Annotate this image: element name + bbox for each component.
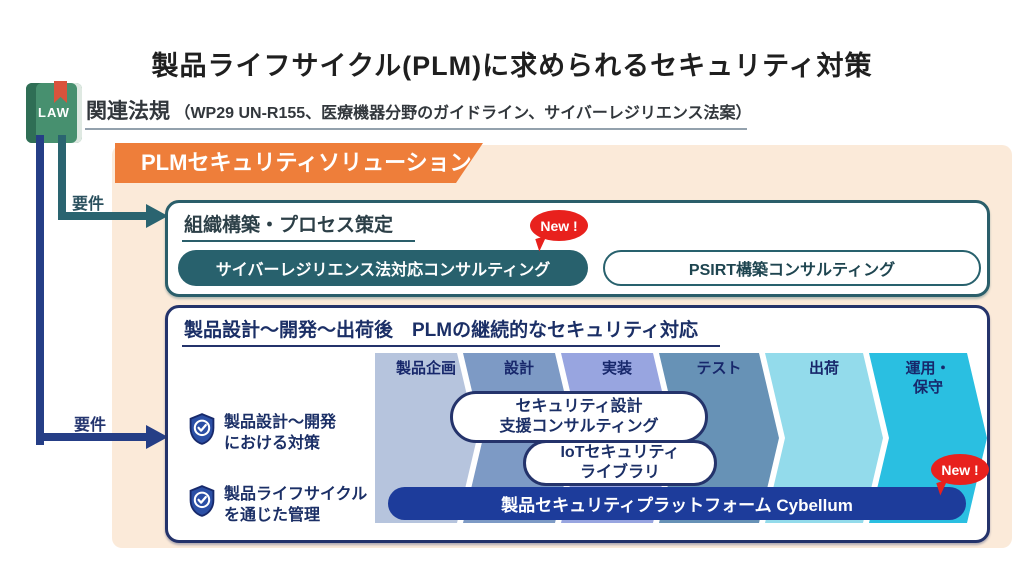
- new-badge-consulting: New !: [530, 210, 588, 241]
- side-item-line1: 製品設計～開発: [224, 414, 337, 431]
- pill-cyber-resilience-consulting: サイバーレジリエンス法対応コンサルティング: [178, 250, 588, 286]
- law-book-label: LAW: [38, 105, 70, 120]
- related-law-underline: [85, 128, 747, 130]
- side-item-design-dev: 製品設計～開発 における対策: [188, 412, 336, 454]
- requirement-line-1-vertical: [58, 135, 66, 220]
- process-step-label: 運用・保守: [905, 360, 951, 396]
- bookmark-ribbon-icon: [54, 81, 67, 103]
- side-item-text: 製品設計～開発 における対策: [224, 412, 336, 454]
- section-organization-box: 組織構築・プロセス策定 New ! サイバーレジリエンス法対応コンサルティング …: [165, 200, 990, 297]
- requirement-arrow-1: [146, 204, 168, 228]
- page-title: 製品ライフサイクル(PLM)に求められるセキュリティ対策: [151, 51, 873, 81]
- section-plm-box: 製品設計～開発～出荷後 PLMの継続的なセキュリティ対応 製品設計～開発 におけ…: [165, 305, 990, 543]
- requirement-label-2: 要件: [74, 417, 107, 434]
- law-book-icon: LAW: [26, 81, 82, 143]
- side-item-line2: における対策: [224, 435, 321, 452]
- requirement-line-2-vertical: [36, 135, 44, 445]
- related-law-detail: （WP29 UN-R155、医療機器分野のガイドライン、サイバーレジリエンス法案…: [174, 105, 752, 122]
- process-step-label: 製品企画: [395, 360, 456, 377]
- process-step-label: 実装: [601, 360, 632, 377]
- platform-bar-cybellum: 製品セキュリティプラットフォーム Cybellum: [388, 487, 966, 520]
- process-step-label: テスト: [696, 360, 742, 377]
- pill-iot-security-library: IoTセキュリティ ライブラリ: [523, 440, 717, 486]
- related-law-title: 関連法規: [86, 100, 170, 123]
- pill-line1: セキュリティ設計: [515, 398, 643, 415]
- side-item-lifecycle: 製品ライフサイクル を通じた管理: [188, 484, 367, 526]
- shield-check-icon: [189, 485, 215, 517]
- requirement-label-1: 要件: [72, 196, 105, 213]
- pill-security-design-consulting: セキュリティ設計 支援コンサルティング: [450, 391, 708, 443]
- solution-banner: PLMセキュリティソリューション: [115, 143, 483, 183]
- pill-line2: ライブラリ: [579, 464, 660, 481]
- pill-line1: IoTセキュリティ: [560, 444, 680, 461]
- side-item-line1: 製品ライフサイクル: [224, 486, 368, 503]
- requirement-line-2-horizontal: [36, 433, 146, 441]
- section-organization-title: 組織構築・プロセス策定: [182, 210, 416, 242]
- side-item-line2: を通じた管理: [224, 507, 321, 524]
- side-item-text: 製品ライフサイクル を通じた管理: [224, 484, 367, 526]
- requirement-line-1-horizontal: [58, 212, 146, 220]
- process-step-label: 出荷: [808, 360, 839, 377]
- new-badge-cybellum: New !: [931, 454, 989, 485]
- section-plm-title: 製品設計～開発～出荷後 PLMの継続的なセキュリティ対応: [182, 315, 720, 347]
- shield-check-icon: [189, 413, 215, 445]
- requirement-arrow-2: [146, 425, 168, 449]
- process-step-label: 設計: [503, 360, 534, 377]
- pill-line2: 支援コンサルティング: [499, 418, 659, 435]
- pill-psirt-consulting: PSIRT構築コンサルティング: [603, 250, 981, 286]
- related-law-heading: 関連法規 （WP29 UN-R155、医療機器分野のガイドライン、サイバーレジリ…: [86, 95, 752, 125]
